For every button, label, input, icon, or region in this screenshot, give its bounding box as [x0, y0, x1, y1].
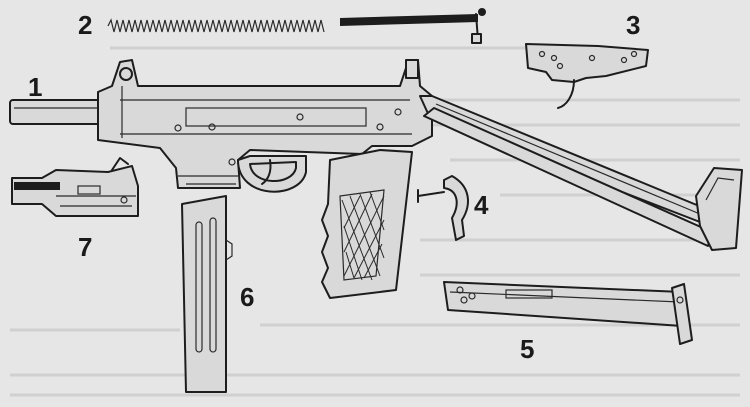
callout-2: 2 [78, 10, 92, 40]
grip-checkering [341, 191, 385, 281]
part-selector-lever [417, 175, 469, 241]
callout-5: 5 [520, 334, 534, 364]
callout-1: 1 [28, 72, 42, 102]
callout-3: 3 [626, 10, 640, 40]
part-receiver-cover [443, 281, 693, 345]
part-recoil-spring [107, 8, 486, 44]
part-trigger-housing [525, 43, 649, 109]
part-receiver-assembly [9, 59, 743, 299]
part-magazine [181, 195, 233, 393]
callout-4: 4 [474, 190, 489, 220]
callout-6: 6 [240, 282, 254, 312]
callout-labels: 1 2 3 4 5 6 7 [28, 10, 640, 364]
callout-7: 7 [78, 232, 92, 262]
part-bolt [11, 157, 139, 217]
